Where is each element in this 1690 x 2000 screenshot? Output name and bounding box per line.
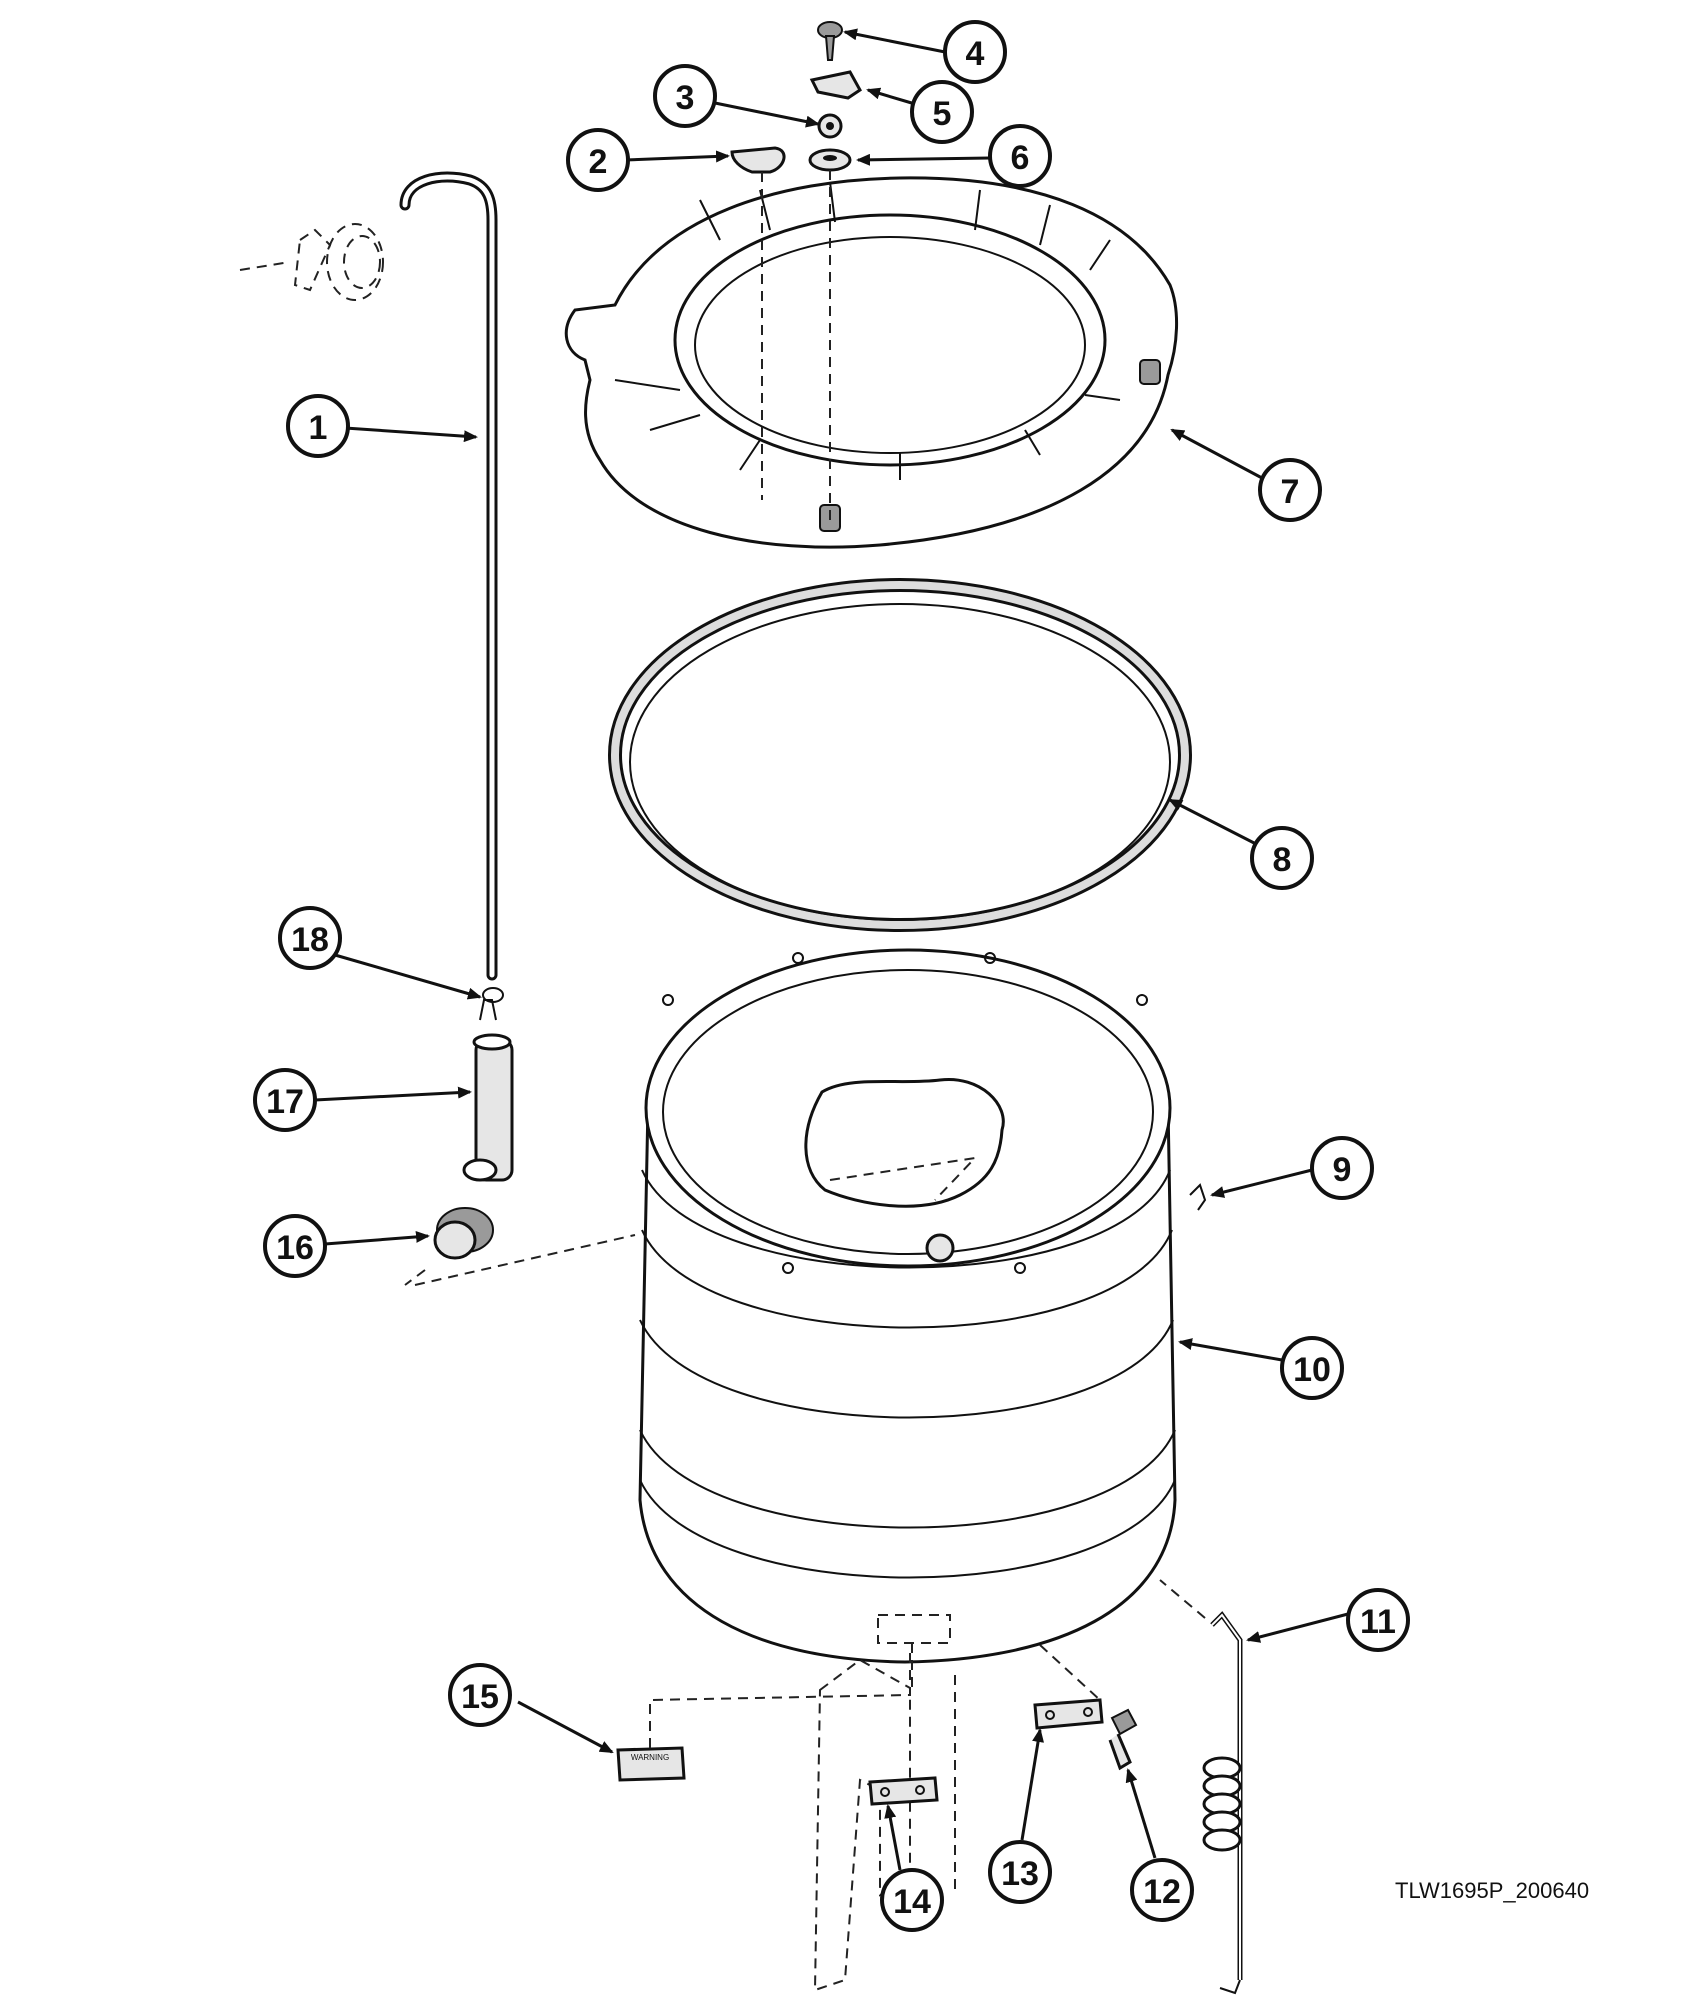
gasket-part bbox=[608, 578, 1192, 932]
callout-4-label: 4 bbox=[966, 35, 985, 73]
callout-11: 11 bbox=[1346, 1588, 1410, 1652]
callout-16: 16 bbox=[263, 1214, 327, 1278]
nut-part bbox=[817, 113, 843, 139]
callout-5: 5 bbox=[910, 80, 974, 144]
small-clip-part bbox=[1189, 1183, 1207, 1211]
screw-part bbox=[817, 21, 843, 61]
callout-2: 2 bbox=[566, 128, 630, 192]
callout-6-label: 6 bbox=[1011, 139, 1030, 177]
tub-cover-part bbox=[564, 176, 1178, 549]
callout-1: 1 bbox=[286, 394, 350, 458]
callout-4: 4 bbox=[943, 20, 1007, 84]
callout-9-label: 9 bbox=[1333, 1151, 1352, 1189]
rod-part bbox=[399, 171, 498, 981]
callout-18: 18 bbox=[278, 906, 342, 970]
washer-part bbox=[808, 148, 852, 172]
cap-part bbox=[730, 146, 786, 174]
callout-3: 3 bbox=[653, 64, 717, 128]
callout-8: 8 bbox=[1250, 826, 1314, 890]
callout-3-label: 3 bbox=[676, 79, 695, 117]
callout-15: 15 bbox=[448, 1663, 512, 1727]
callout-7: 7 bbox=[1258, 458, 1322, 522]
callout-12: 12 bbox=[1130, 1858, 1194, 1922]
callout-12-label: 12 bbox=[1143, 1873, 1181, 1911]
plate-part bbox=[1033, 1644, 1104, 1730]
callout-7-label: 7 bbox=[1281, 473, 1300, 511]
bolt-part bbox=[1108, 1708, 1138, 1771]
warning-label-text: WARNING bbox=[631, 1753, 669, 1762]
callout-14-label: 14 bbox=[893, 1883, 931, 1921]
callout-8-label: 8 bbox=[1273, 841, 1292, 879]
grommet-part bbox=[404, 1207, 636, 1286]
spring-rod-part bbox=[1159, 1579, 1243, 1995]
ghost-fitting bbox=[239, 223, 384, 301]
callout-5-label: 5 bbox=[933, 95, 952, 133]
leader-lines bbox=[314, 28, 1349, 1871]
figure-id-label: TLW1695P_200640 bbox=[1395, 1878, 1590, 1903]
tube-part bbox=[462, 999, 514, 1182]
callout-1-label: 1 bbox=[309, 409, 328, 447]
clip-part bbox=[809, 70, 862, 100]
callout-14: 14 bbox=[880, 1868, 944, 1932]
clamp-part bbox=[482, 987, 504, 1003]
callout-10: 10 bbox=[1280, 1336, 1344, 1400]
tub-part bbox=[638, 948, 1177, 1664]
callout-2-label: 2 bbox=[589, 143, 608, 181]
bracket-part bbox=[813, 1643, 956, 1992]
callout-11-label: 11 bbox=[1360, 1603, 1396, 1641]
callout-18-label: 18 bbox=[291, 921, 329, 959]
callout-16-label: 16 bbox=[276, 1229, 314, 1267]
callout-15-label: 15 bbox=[461, 1678, 499, 1716]
callout-6: 6 bbox=[988, 124, 1052, 188]
callout-17-label: 17 bbox=[266, 1083, 304, 1121]
callout-9: 9 bbox=[1310, 1136, 1374, 1200]
callout-10-label: 10 bbox=[1293, 1351, 1331, 1389]
callout-17: 17 bbox=[253, 1068, 317, 1132]
callout-13-label: 13 bbox=[1001, 1855, 1039, 1893]
callout-13: 13 bbox=[988, 1840, 1052, 1904]
warning-label-part: WARNING bbox=[616, 1650, 911, 1782]
